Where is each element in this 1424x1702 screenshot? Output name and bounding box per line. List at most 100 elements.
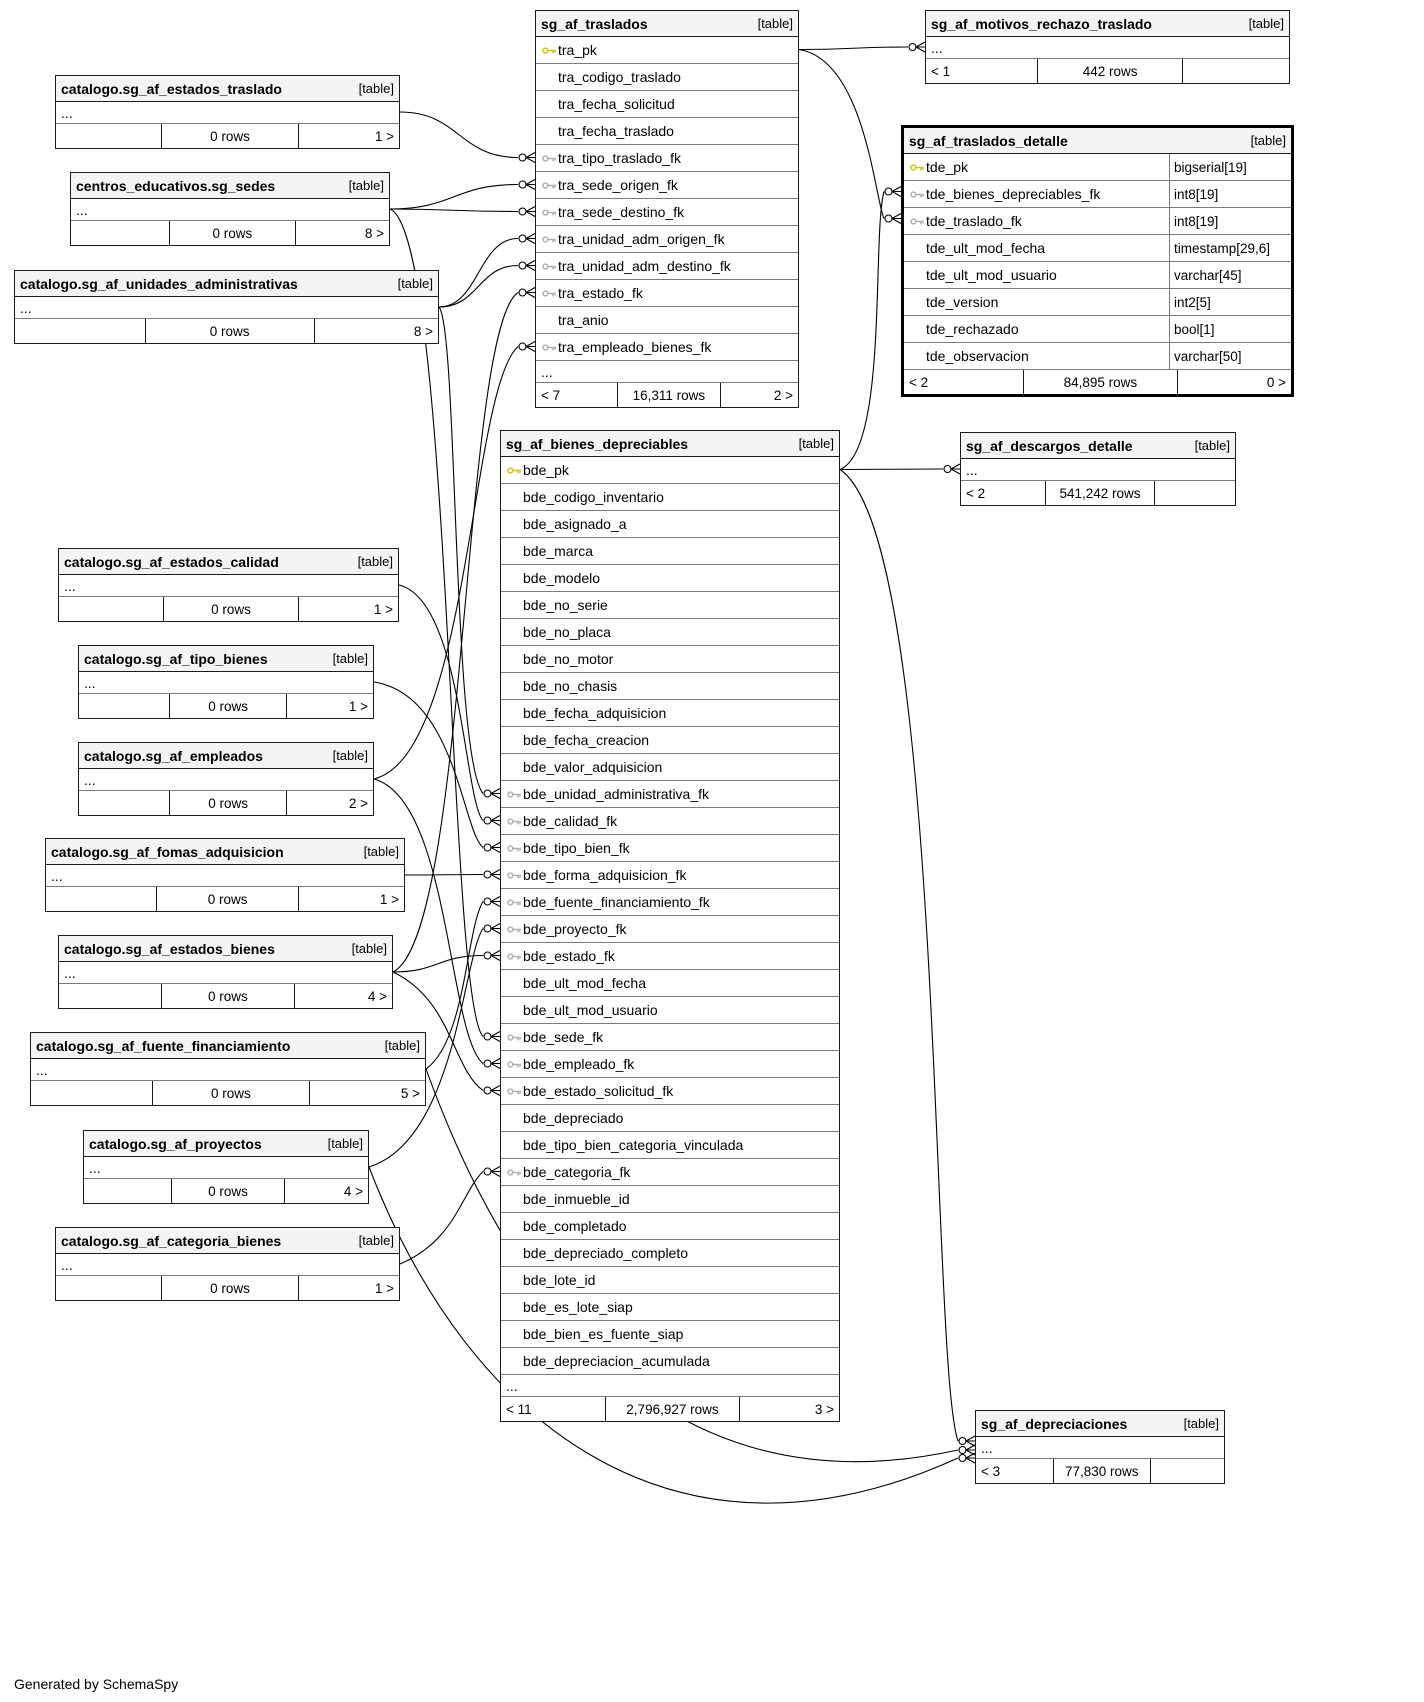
zero-or-many-circle <box>518 207 527 216</box>
table-header[interactable]: catalogo.sg_af_fomas_adquisicion[table] <box>46 839 404 865</box>
zero-or-many-circle <box>518 342 527 351</box>
foreign-key-icon <box>505 1060 523 1069</box>
column-row-bde_estado_fk: bde_estado_fk <box>501 943 839 970</box>
table-header[interactable]: sg_af_traslados[table] <box>536 11 798 37</box>
table-name[interactable]: sg_af_descargos_detalle <box>966 437 1133 454</box>
table-catalogo.sg_af_fuente_financiamiento[interactable]: catalogo.sg_af_fuente_financiamiento[tab… <box>30 1032 426 1106</box>
table-header[interactable]: sg_af_traslados_detalle [table] <box>904 128 1291 154</box>
foreign-key-icon <box>505 817 523 826</box>
table-name[interactable]: sg_af_motivos_rechazo_traslado <box>931 15 1152 32</box>
column-name: bde_depreciado_completo <box>523 1245 689 1261</box>
table-header[interactable]: catalogo.sg_af_fuente_financiamiento[tab… <box>31 1033 425 1059</box>
table-name[interactable]: sg_af_traslados_detalle <box>909 132 1068 149</box>
table-catalogo.sg_af_tipo_bienes[interactable]: catalogo.sg_af_tipo_bienes[table]...0 ro… <box>78 645 374 719</box>
footer-parent-count: < 7 <box>536 383 618 407</box>
table-tag: [table] <box>397 276 433 291</box>
column-row-bde_completado: bde_completado <box>501 1213 839 1240</box>
table-tag: [table] <box>1250 133 1286 148</box>
table-name[interactable]: catalogo.sg_af_unidades_administrativas <box>20 275 298 292</box>
crows-foot <box>490 842 501 853</box>
table-catalogo.sg_af_categoria_bienes[interactable]: catalogo.sg_af_categoria_bienes[table]..… <box>55 1227 400 1301</box>
table-tag: [table] <box>358 1233 394 1248</box>
fk-edge-bienes-to-descargos <box>839 463 961 475</box>
column-row-tra_anio: tra_anio <box>536 307 798 334</box>
table-name[interactable]: catalogo.sg_af_categoria_bienes <box>61 1232 282 1249</box>
crows-foot <box>490 815 501 826</box>
table-header[interactable]: catalogo.sg_af_estados_bienes[table] <box>59 936 392 962</box>
fk-edge-estados_bienes-to-traslados <box>392 287 536 973</box>
table-header[interactable]: catalogo.sg_af_unidades_administrativas [… <box>15 271 438 297</box>
table-tag: [table] <box>1194 438 1230 453</box>
zero-or-many-circle <box>518 234 527 243</box>
table-name[interactable]: catalogo.sg_af_proyectos <box>89 1135 262 1152</box>
crows-foot <box>950 463 961 475</box>
column-name: tra_fecha_solicitud <box>558 96 675 112</box>
table-name[interactable]: catalogo.sg_af_empleados <box>84 747 263 764</box>
table-header[interactable]: catalogo.sg_af_estados_calidad[table] <box>59 549 398 575</box>
column-row-bde_inmueble_id: bde_inmueble_id <box>501 1186 839 1213</box>
crows-foot <box>490 1166 501 1177</box>
table-sg_af_motivos_rechazo_traslado[interactable]: sg_af_motivos_rechazo_traslado[table]...… <box>925 10 1290 84</box>
table-header[interactable]: catalogo.sg_af_tipo_bienes[table] <box>79 646 373 672</box>
hidden-columns-ellipsis: ... <box>961 459 1235 481</box>
column-name: bde_tipo_bien_categoria_vinculada <box>523 1137 744 1153</box>
table-name[interactable]: sg_af_bienes_depreciables <box>506 435 689 452</box>
table-name[interactable]: centros_educativos.sg_sedes <box>76 177 276 194</box>
table-header[interactable]: catalogo.sg_af_estados_traslado[table] <box>56 76 399 102</box>
table-header[interactable]: sg_af_depreciaciones[table] <box>976 1411 1224 1437</box>
fk-edge-fuente-to-bienes <box>425 896 501 1070</box>
table-catalogo.sg_af_empleados[interactable]: catalogo.sg_af_empleados[table]...0 rows… <box>78 742 374 816</box>
table-centros_educativos.sg_sedes[interactable]: centros_educativos.sg_sedes[table]...0 r… <box>70 172 390 246</box>
footer-child-count: 1 > <box>348 698 368 714</box>
footer-parent-count <box>79 791 171 815</box>
column-name: bde_estado_fk <box>523 948 615 964</box>
table-name[interactable]: catalogo.sg_af_estados_calidad <box>64 553 279 570</box>
table-header[interactable]: sg_af_bienes_depreciables[table] <box>501 431 839 457</box>
primary-key-icon <box>540 46 558 55</box>
hidden-columns-ellipsis: ... <box>59 962 392 984</box>
column-name: bde_pk <box>523 462 569 478</box>
footer-child-count: 8 > <box>364 225 385 241</box>
footer-child-count: 4 > <box>367 988 387 1004</box>
footer-parent-count <box>56 1276 163 1300</box>
crows-foot <box>490 923 501 934</box>
table-name[interactable]: catalogo.sg_af_estados_traslado <box>61 80 282 97</box>
table-name[interactable]: catalogo.sg_af_tipo_bienes <box>84 650 268 667</box>
table-name[interactable]: catalogo.sg_af_fuente_financiamiento <box>36 1037 291 1054</box>
table-header[interactable]: catalogo.sg_af_proyectos[table] <box>84 1131 368 1157</box>
footer-parent-count <box>71 221 170 245</box>
hidden-columns-ellipsis: ... <box>15 297 438 319</box>
zero-or-many-circle <box>483 870 492 879</box>
crows-foot <box>525 260 536 271</box>
table-name[interactable]: catalogo.sg_af_fomas_adquisicion <box>51 843 284 860</box>
footer-parent-count <box>56 124 163 148</box>
table-catalogo.sg_af_fomas_adquisicion[interactable]: catalogo.sg_af_fomas_adquisicion[table].… <box>45 838 405 912</box>
table-catalogo.sg_af_unidades_administrativas[interactable]: catalogo.sg_af_unidades_administrativas [… <box>14 270 439 344</box>
table-header[interactable]: catalogo.sg_af_categoria_bienes [table] <box>56 1228 399 1254</box>
footer-row-count: 0 rows <box>170 221 296 245</box>
table-name[interactable]: catalogo.sg_af_estados_bienes <box>64 940 275 957</box>
table-catalogo.sg_af_estados_bienes[interactable]: catalogo.sg_af_estados_bienes[table]...0… <box>58 935 393 1009</box>
table-header[interactable]: sg_af_motivos_rechazo_traslado[table] <box>926 11 1289 37</box>
table-name[interactable]: sg_af_depreciaciones <box>981 1415 1128 1432</box>
table-header[interactable]: catalogo.sg_af_empleados[table] <box>79 743 373 769</box>
table-catalogo.sg_af_estados_calidad[interactable]: catalogo.sg_af_estados_calidad[table]...… <box>58 548 399 622</box>
crows-foot <box>490 950 501 961</box>
table-catalogo.sg_af_estados_traslado[interactable]: catalogo.sg_af_estados_traslado[table]..… <box>55 75 400 149</box>
footer-child-count: 5 > <box>400 1085 420 1101</box>
table-name[interactable]: sg_af_traslados <box>541 15 648 32</box>
column-row-tra_codigo_traslado: tra_codigo_traslado <box>536 64 798 91</box>
table-header[interactable]: centros_educativos.sg_sedes[table] <box>71 173 389 199</box>
table-header[interactable]: sg_af_descargos_detalle [table] <box>961 433 1235 459</box>
column-name: bde_no_motor <box>523 651 614 667</box>
table-catalogo.sg_af_proyectos[interactable]: catalogo.sg_af_proyectos[table]...0 rows… <box>83 1130 369 1204</box>
zero-or-many-circle <box>958 1436 967 1446</box>
